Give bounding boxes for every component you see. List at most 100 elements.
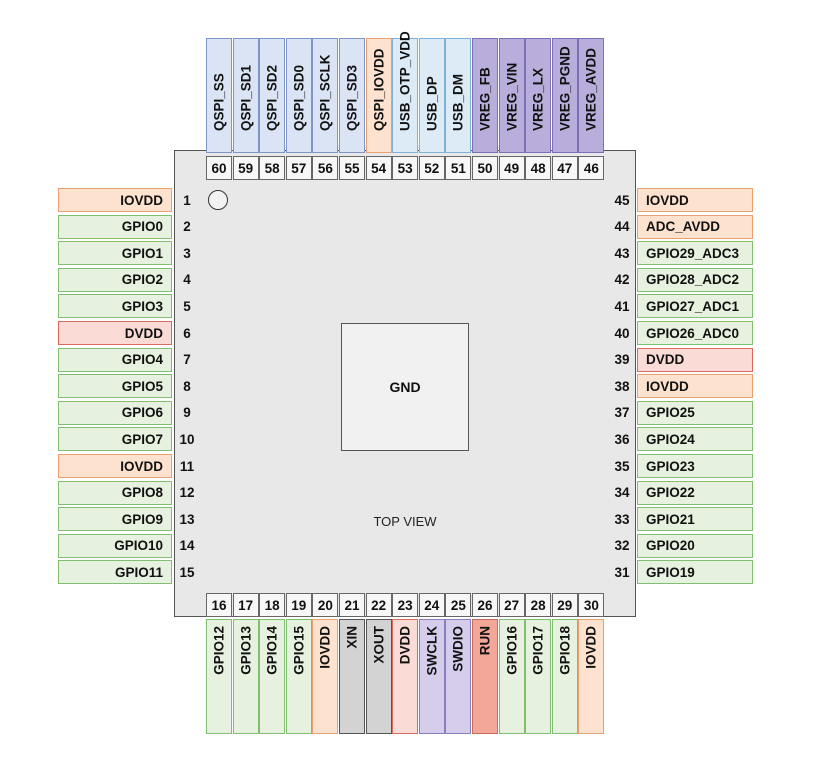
pin-number: 20	[312, 593, 339, 617]
pin-label-text: QSPI_SD3	[344, 64, 360, 131]
pin-number: 29	[551, 593, 578, 617]
pin-number: 3	[183, 245, 191, 261]
pin-number: 15	[179, 564, 195, 580]
pin-number: 1	[183, 192, 191, 208]
pin-label: GPIO0	[58, 214, 172, 239]
pin-label-text: VREG_FB	[477, 67, 493, 131]
pin-label: VREG_AVDD	[578, 38, 605, 153]
pin-label: GPIO4	[58, 347, 172, 372]
pin1-marker	[208, 190, 228, 210]
pin-number: 19	[285, 593, 312, 617]
pin-label-text: QSPI_IOVDD	[371, 48, 387, 131]
pin-number: 21	[339, 593, 365, 617]
pin-number: 17	[232, 593, 259, 617]
pin-label-text: GPIO17	[530, 626, 546, 675]
pin-label: GPIO8	[58, 480, 172, 505]
pin-label: GPIO26_ADC0	[637, 321, 753, 345]
pin-number: 28	[525, 593, 552, 617]
pin-label: IOVDD	[58, 188, 172, 212]
pin-number: 53	[392, 156, 419, 180]
pin-number: 14	[179, 538, 195, 554]
pin-label: GPIO18	[551, 619, 578, 734]
pin-number: 50	[472, 156, 498, 180]
pin-number: 52	[418, 156, 445, 180]
pin-number: 46	[578, 156, 605, 180]
pin-label: GPIO27_ADC1	[637, 294, 753, 319]
pin-number: 27	[498, 593, 525, 617]
pin-label-text: GPIO12	[211, 626, 227, 675]
pin-number: 26	[472, 593, 498, 617]
pin-label-text: VREG_VIN	[504, 62, 520, 131]
pin-label: VREG_FB	[472, 38, 498, 153]
pin-number: 43	[614, 245, 630, 261]
pin-number: 23	[392, 593, 419, 617]
pin-label: SWDIO	[445, 619, 472, 734]
pin-number: 38	[614, 378, 630, 394]
pin-number: 35	[614, 458, 630, 474]
pin-label: DVDD	[58, 321, 172, 345]
pin-label: DVDD	[637, 347, 753, 372]
pin-label: GPIO13	[232, 619, 259, 734]
pin-label: QSPI_SD1	[232, 38, 259, 153]
pin-number: 5	[183, 298, 191, 314]
pin-label: QSPI_SD0	[285, 38, 312, 153]
pin-number: 25	[445, 593, 472, 617]
pin-label: GPIO10	[58, 533, 172, 558]
pin-label: GPIO24	[637, 427, 753, 452]
pin-label-text: SWDIO	[450, 626, 466, 672]
pin-label: RUN	[472, 619, 498, 734]
pin-label: QSPI_SD3	[339, 38, 365, 153]
pin-label: GPIO2	[58, 267, 172, 292]
top-view-caption: TOP VIEW	[373, 514, 437, 529]
pin-label: IOVDD	[637, 374, 753, 399]
pin-number: 11	[179, 458, 195, 474]
pin-label: IOVDD	[312, 619, 339, 734]
pin-number: 41	[614, 298, 630, 314]
pin-label-text: QSPI_SD2	[264, 64, 280, 131]
pin-label: GPIO7	[58, 427, 172, 452]
pin-label: GPIO22	[637, 480, 753, 505]
pin-number: 6	[183, 325, 191, 341]
pin-label: GPIO23	[637, 454, 753, 478]
pin-number: 24	[418, 593, 445, 617]
pin-number: 32	[614, 538, 630, 554]
pin-label: QSPI_SD2	[259, 38, 286, 153]
pin-label-text: QSPI_SS	[211, 73, 227, 131]
pin-number: 2	[183, 219, 191, 235]
pin-label: XOUT	[365, 619, 392, 734]
pin-label: GPIO11	[58, 560, 172, 585]
pin-label: QSPI_SCLK	[312, 38, 339, 153]
pin-number: 56	[312, 156, 339, 180]
pin-label-text: GPIO18	[557, 626, 573, 675]
pin-label: GPIO5	[58, 374, 172, 399]
pin-number: 30	[578, 593, 605, 617]
pin-label: QSPI_IOVDD	[365, 38, 392, 153]
pin-label-text: USB_DM	[450, 73, 466, 131]
pin-label: XIN	[339, 619, 365, 734]
pin-label: GPIO12	[206, 619, 232, 734]
pin-number: 59	[232, 156, 259, 180]
pin-label-text: QSPI_SD0	[291, 64, 307, 131]
pin-label: QSPI_SS	[206, 38, 232, 153]
pin-label: GPIO20	[637, 533, 753, 558]
pin-label: ADC_AVDD	[637, 214, 753, 239]
pin-number: 42	[614, 272, 630, 288]
pin-number: 54	[365, 156, 392, 180]
pin-number: 16	[206, 593, 232, 617]
pin-label: GPIO1	[58, 241, 172, 266]
pin-label-text: QSPI_SCLK	[317, 54, 333, 131]
pin-label: GPIO14	[259, 619, 286, 734]
pin-label: USB_DP	[418, 38, 445, 153]
pin-label: GPIO17	[525, 619, 552, 734]
pin-label: GPIO28_ADC2	[637, 267, 753, 292]
pin-label-text: VREG_AVDD	[583, 47, 599, 131]
pin-label-text: GPIO14	[264, 626, 280, 675]
pin-label: VREG_LX	[525, 38, 552, 153]
pin-label-text: USB_DP	[424, 76, 440, 131]
pin-label: GPIO29_ADC3	[637, 241, 753, 266]
pin-number: 7	[183, 352, 191, 368]
pin-number: 51	[445, 156, 472, 180]
pin-label: GPIO21	[637, 507, 753, 532]
pin-number: 34	[614, 485, 630, 501]
